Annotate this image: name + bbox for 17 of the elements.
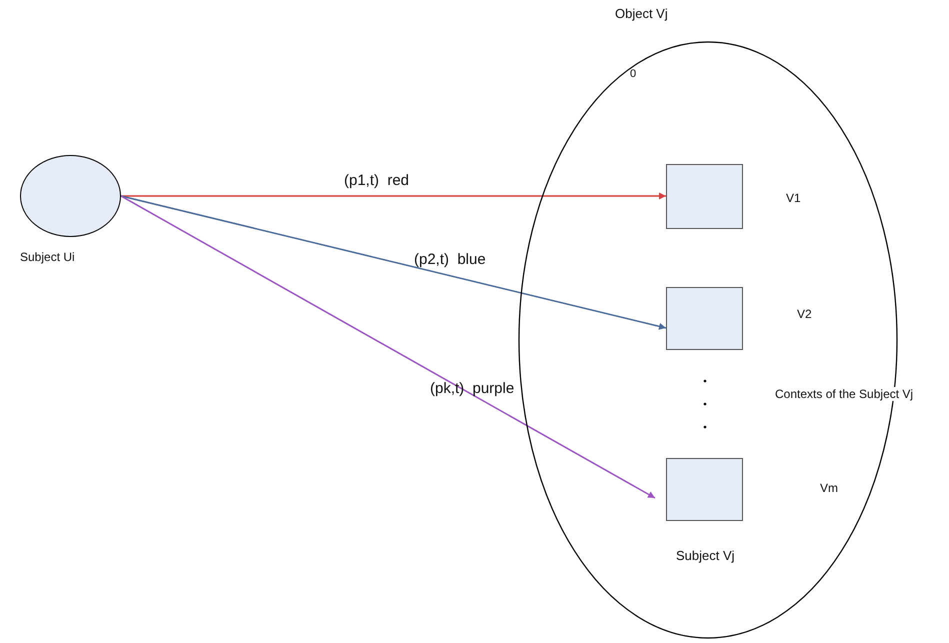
text-label: Subject Vj <box>676 548 735 563</box>
context-box <box>666 287 743 350</box>
text-label: Contexts of the Subject Vj <box>775 387 914 401</box>
text-label: 0 <box>630 68 636 80</box>
arrow <box>121 192 666 200</box>
edge-label: (p2,t) blue <box>414 251 486 268</box>
text-label: V1 <box>786 191 801 205</box>
arrow <box>120 195 656 499</box>
arrow <box>120 195 666 330</box>
edge-label: (p1,t) red <box>344 172 410 189</box>
text-label: Vm <box>820 481 838 495</box>
context-box <box>666 164 743 229</box>
context-box <box>666 458 743 521</box>
node-caption: Subject Ui <box>20 250 75 264</box>
node-title: Object Vj <box>615 6 668 21</box>
edge-label: (pk,t) purple <box>430 380 514 397</box>
text-label: V2 <box>797 307 812 321</box>
